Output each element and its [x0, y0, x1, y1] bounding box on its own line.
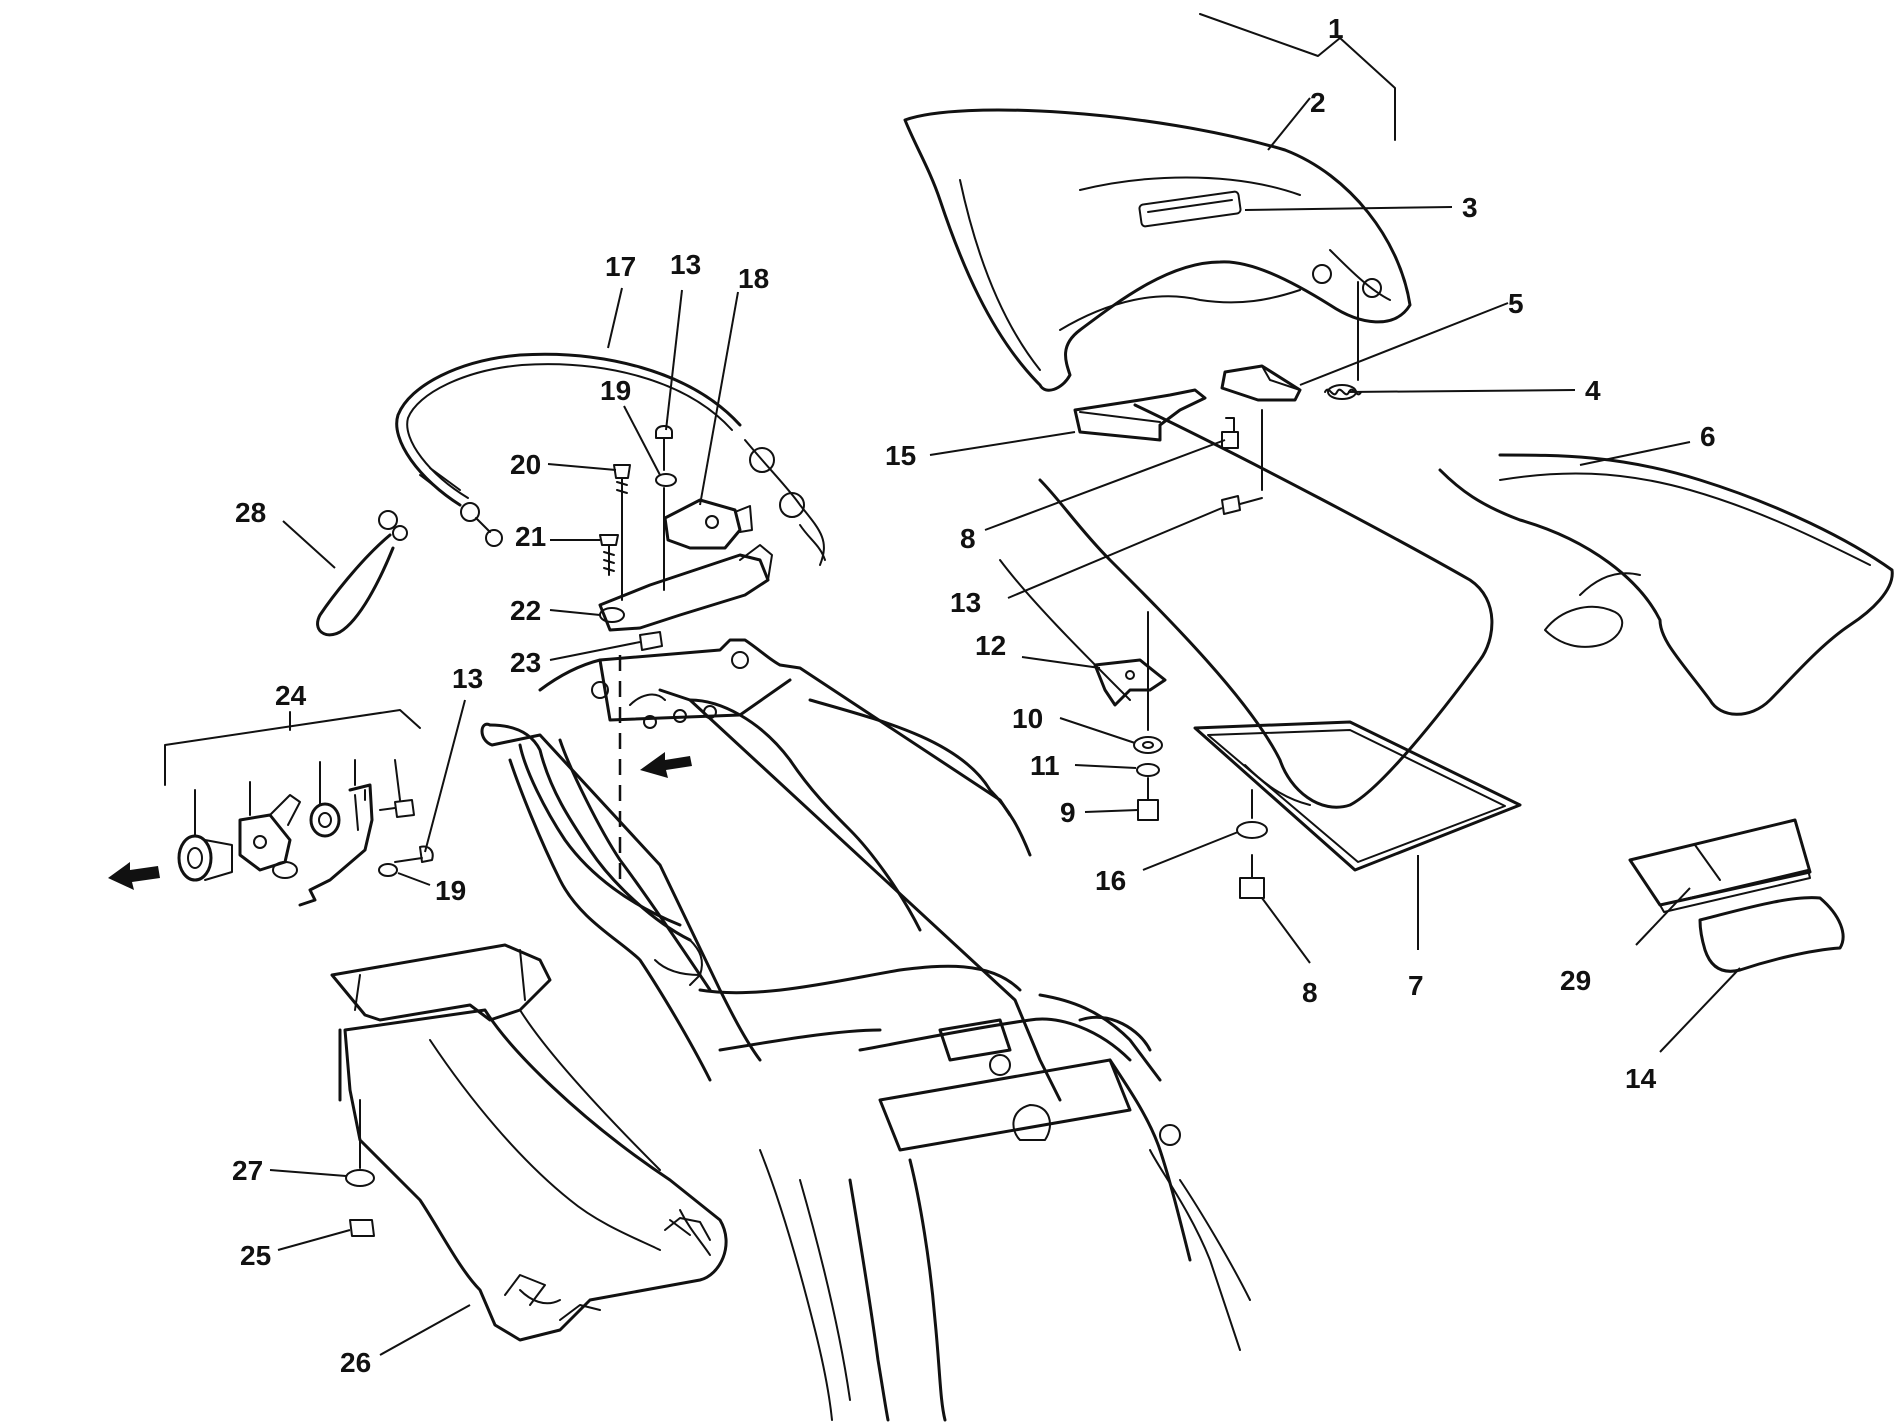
- nut-25: [349, 1219, 375, 1237]
- callout-27: 27: [232, 1155, 263, 1186]
- seat-pad: [999, 403, 1894, 809]
- washer-19b: [378, 863, 398, 877]
- assembly-lines-right: [1147, 281, 1359, 819]
- callout-15: 15: [885, 440, 916, 471]
- lock-cam-plate: [238, 794, 301, 879]
- callout-28: 28: [235, 497, 266, 528]
- callout-14: 14: [1625, 1063, 1657, 1094]
- pin-20: [613, 464, 631, 501]
- screw-13c: [1221, 495, 1263, 515]
- screw-13b: [394, 845, 434, 863]
- rear-subframe-lower: [698, 964, 1162, 1421]
- callout-5: 5: [1508, 288, 1524, 319]
- callout-8b: 8: [1302, 977, 1318, 1008]
- callout-23: 23: [510, 647, 541, 678]
- callout-13a: 13: [670, 249, 701, 280]
- screw-9: [1137, 777, 1159, 821]
- callout-17: 17: [605, 251, 636, 282]
- helmet-lanyard-28: [316, 510, 408, 637]
- washer-11: [1136, 763, 1160, 777]
- screw-8b: [1239, 854, 1265, 899]
- callout-21: 21: [515, 521, 546, 552]
- washer-27: [345, 1169, 375, 1187]
- callout-10: 10: [1012, 703, 1043, 734]
- nut-23: [639, 631, 663, 651]
- bracket-5: [1220, 364, 1302, 402]
- callout-25: 25: [240, 1240, 271, 1271]
- washer-10: [1133, 736, 1163, 754]
- lock-cylinder: [177, 834, 233, 882]
- callout-24: 24: [275, 680, 307, 711]
- plate-22: [598, 544, 773, 632]
- callout-13c: 13: [950, 587, 981, 618]
- callout-29: 29: [1560, 965, 1591, 996]
- undertray-cover-26: [330, 943, 728, 1342]
- pad-14: [1698, 896, 1845, 973]
- seat-badge: [1138, 190, 1242, 228]
- lock-leaders: [194, 759, 401, 837]
- lower-frame: [848, 1015, 1251, 1422]
- direction-arrow-left: [108, 862, 160, 890]
- storage-tray: [1193, 720, 1522, 872]
- callout-19a: 19: [600, 375, 631, 406]
- lock-washer: [309, 802, 341, 838]
- callout-8a: 8: [960, 523, 976, 554]
- callout-26: 26: [340, 1347, 371, 1378]
- lock-screw: [379, 799, 415, 818]
- washer-16: [1236, 821, 1268, 839]
- seat-release-cable: [395, 352, 826, 566]
- callout-3: 3: [1462, 192, 1478, 223]
- callout-20: 20: [510, 449, 541, 480]
- manual-pouch-29: [1628, 818, 1812, 913]
- callout-11: 11: [1030, 750, 1060, 781]
- callout-19b: 19: [435, 875, 466, 906]
- callout-2: 2: [1310, 87, 1326, 118]
- lock-assembly-bracket-24: [164, 709, 421, 786]
- seat-mount-nuts: [1312, 264, 1382, 298]
- bracket-12: [1093, 658, 1167, 707]
- rear-subframe: [480, 638, 1062, 1102]
- callout-18: 18: [738, 263, 769, 294]
- callout-4: 4: [1585, 375, 1601, 406]
- callout-22: 22: [510, 595, 541, 626]
- screw-13a: [655, 425, 673, 456]
- callout-labels: 1 2 3 4 5 6 7 8 8 9 10 11 12 13 13 13 14…: [232, 13, 1716, 1378]
- callout-9: 9: [1060, 797, 1076, 828]
- direction-arrow-frame: [640, 752, 692, 778]
- leader-lines: [269, 97, 1741, 1356]
- callout-6: 6: [1700, 421, 1716, 452]
- seat-assembly-bracket: [1199, 13, 1396, 141]
- cable-latch-18: [663, 498, 753, 550]
- pin-21: [599, 534, 619, 576]
- grab-rail: [488, 723, 703, 986]
- callout-7: 7: [1408, 970, 1424, 1001]
- callout-16: 16: [1095, 865, 1126, 896]
- callout-13b: 13: [452, 663, 483, 694]
- assembly-lines-plate: [618, 454, 665, 880]
- lock-spring-bracket: [298, 783, 374, 907]
- seat-cowl: [903, 108, 1412, 392]
- bracket-15: [1073, 388, 1207, 442]
- callout-1: 1: [1328, 13, 1344, 44]
- washer-19a: [655, 473, 677, 487]
- callout-12: 12: [975, 630, 1006, 661]
- screw-8a: [1221, 417, 1239, 449]
